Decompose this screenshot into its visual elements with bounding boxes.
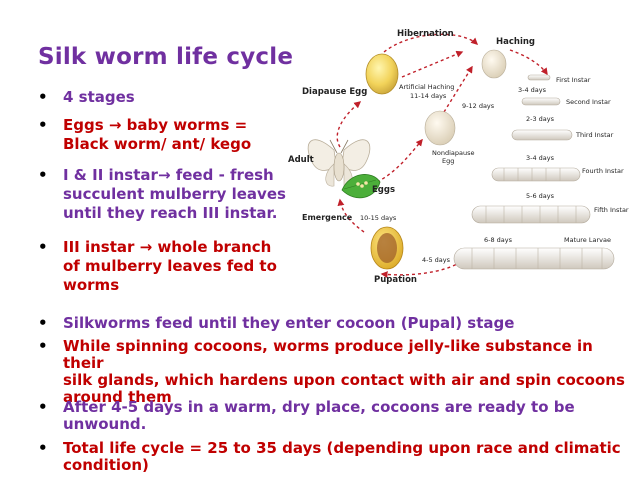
- bullet-instar-1-2: • I & II instar→ feed - fresh succulent …: [38, 166, 286, 223]
- bullet-text-part2: whole branch: [152, 238, 272, 256]
- bullet-text-line1: After 4-5 days in a warm, dry place, coc…: [63, 398, 575, 416]
- adult-moth-image: [307, 139, 371, 187]
- fifth-instar-larva: [471, 205, 591, 224]
- arrow-hibernation: [383, 33, 479, 53]
- arrow-mature-to-pupation: [380, 263, 458, 279]
- arrow-adult-eggs: [336, 101, 362, 148]
- second-instar-larva: [521, 97, 561, 106]
- bullet-dot: •: [38, 166, 48, 184]
- bullet-text-line2: succulent mulberry leaves: [63, 185, 286, 203]
- hatching-egg-image: [481, 49, 507, 79]
- bullet-text-line3: around them: [63, 388, 172, 406]
- bullet-text-part2: feed - fresh: [170, 166, 274, 184]
- bullet-text-line2: condition): [63, 456, 149, 474]
- label-third-instar: Third Instar: [575, 131, 614, 139]
- bullet-text-line1: While spinning cocoons, worms produce je…: [63, 337, 593, 372]
- label-first-instar: First Instar: [556, 76, 591, 84]
- label-3-4-days-a: 3-4 days: [518, 86, 547, 94]
- label-mature-larvae: Mature Larvae: [564, 236, 611, 244]
- bullet-text-line2: Black worm/ ant/ kego: [63, 135, 252, 153]
- bullet-text: 4 stages: [63, 88, 135, 106]
- label-emergence: Emergence: [302, 213, 353, 222]
- label-haching: Haching: [496, 37, 535, 47]
- label-diapause-egg: Diapause Egg: [302, 87, 367, 97]
- label-fourth-instar: Fourth Instar: [582, 167, 624, 175]
- bullet-text-part1: Eggs: [63, 116, 109, 134]
- bullet-text-line2: unwound.: [63, 415, 147, 433]
- label-adult: Adult: [288, 155, 314, 165]
- bullet-text-line3: until they reach III instar.: [63, 204, 278, 222]
- right-arrow-icon: →: [139, 238, 153, 256]
- right-arrow-icon: →: [157, 166, 171, 184]
- label-pupation: Pupation: [374, 275, 417, 285]
- bullet-text-line3: worms: [63, 276, 120, 294]
- bullet-text-line1: Silkworms feed until they enter cocoon (…: [63, 314, 515, 332]
- leaf-with-eggs-image: [341, 174, 381, 199]
- first-instar-larva: [527, 74, 551, 81]
- label-artificial-days: 11-14 days: [410, 92, 447, 100]
- label-nondiapause-egg: Egg: [442, 157, 454, 165]
- bullet-feed-cocoon: • Silkworms feed until they enter cocoon…: [38, 314, 515, 333]
- third-instar-larva: [511, 129, 573, 141]
- fourth-instar-larva: [491, 167, 581, 182]
- bullet-dot: •: [38, 238, 48, 256]
- label-hibernation: Hibernation: [397, 29, 454, 39]
- cycle-arrows: [336, 33, 548, 279]
- bullet-total-cycle: • Total life cycle = 25 to 35 days (depe…: [38, 439, 621, 474]
- label-2-3-days: 2-3 days: [526, 115, 555, 123]
- mature-larva: [453, 247, 615, 270]
- label-6-8-days: 6-8 days: [484, 236, 513, 244]
- label-artificial-haching: Artificial Haching: [399, 83, 454, 91]
- label-nondiapause: Nondiapause: [432, 149, 475, 157]
- bullet-dot: •: [38, 337, 48, 355]
- arrow-eggs-nondiapause: [376, 138, 423, 183]
- arrow-pupation-emergence: [337, 198, 365, 233]
- bullet-instar-3: • III instar → whole branch of mulberry …: [38, 238, 277, 295]
- nondiapause-egg-image: [424, 110, 456, 146]
- right-arrow-icon: →: [108, 116, 122, 134]
- larva-segments: [471, 168, 603, 269]
- bullet-text-line1: Total life cycle = 25 to 35 days (depend…: [63, 439, 621, 457]
- bullet-dot: •: [38, 398, 48, 416]
- bullet-spinning: • While spinning cocoons, worms produce …: [38, 337, 638, 406]
- silkworm-life-cycle-diagram: Hibernation Haching Diapause Egg Artific…: [288, 29, 629, 285]
- bullet-text-part2: baby worms =: [121, 116, 248, 134]
- arrow-artificial: [401, 50, 464, 78]
- bullet-dot: •: [38, 88, 48, 106]
- diapause-egg-image: [365, 53, 399, 95]
- bullet-dot: •: [38, 439, 48, 457]
- label-second-instar: Second Instar: [566, 98, 611, 106]
- bullet-dot: •: [38, 314, 48, 332]
- arrow-first-instar: [509, 49, 548, 76]
- bullet-text-line2: silk glands, which hardens upon contact …: [63, 371, 625, 389]
- bullet-dot: •: [38, 116, 48, 134]
- bullet-text-part1: III instar: [63, 238, 140, 256]
- bullet-stages: • 4 stages: [38, 88, 135, 107]
- label-fifth-instar: Fifth Instar: [594, 206, 629, 214]
- bullet-eggs: • Eggs → baby worms = Black worm/ ant/ k…: [38, 116, 252, 154]
- bullet-text-part1: I & II instar: [63, 166, 158, 184]
- arrow-9-12: [443, 65, 473, 113]
- label-3-4-days-b: 3-4 days: [526, 154, 555, 162]
- label-9-12-days: 9-12 days: [462, 102, 495, 110]
- label-10-15-days: 10-15 days: [360, 214, 397, 222]
- diagram-labels: Hibernation Haching Diapause Egg Artific…: [288, 29, 629, 285]
- bullet-unwound: • After 4-5 days in a warm, dry place, c…: [38, 398, 575, 433]
- bullet-text-line2: of mulberry leaves fed to: [63, 257, 277, 275]
- label-4-5-days: 4-5 days: [422, 256, 451, 264]
- label-5-6-days: 5-6 days: [526, 192, 555, 200]
- slide-title: Silk worm life cycle: [38, 44, 294, 70]
- label-eggs: Eggs: [372, 185, 395, 195]
